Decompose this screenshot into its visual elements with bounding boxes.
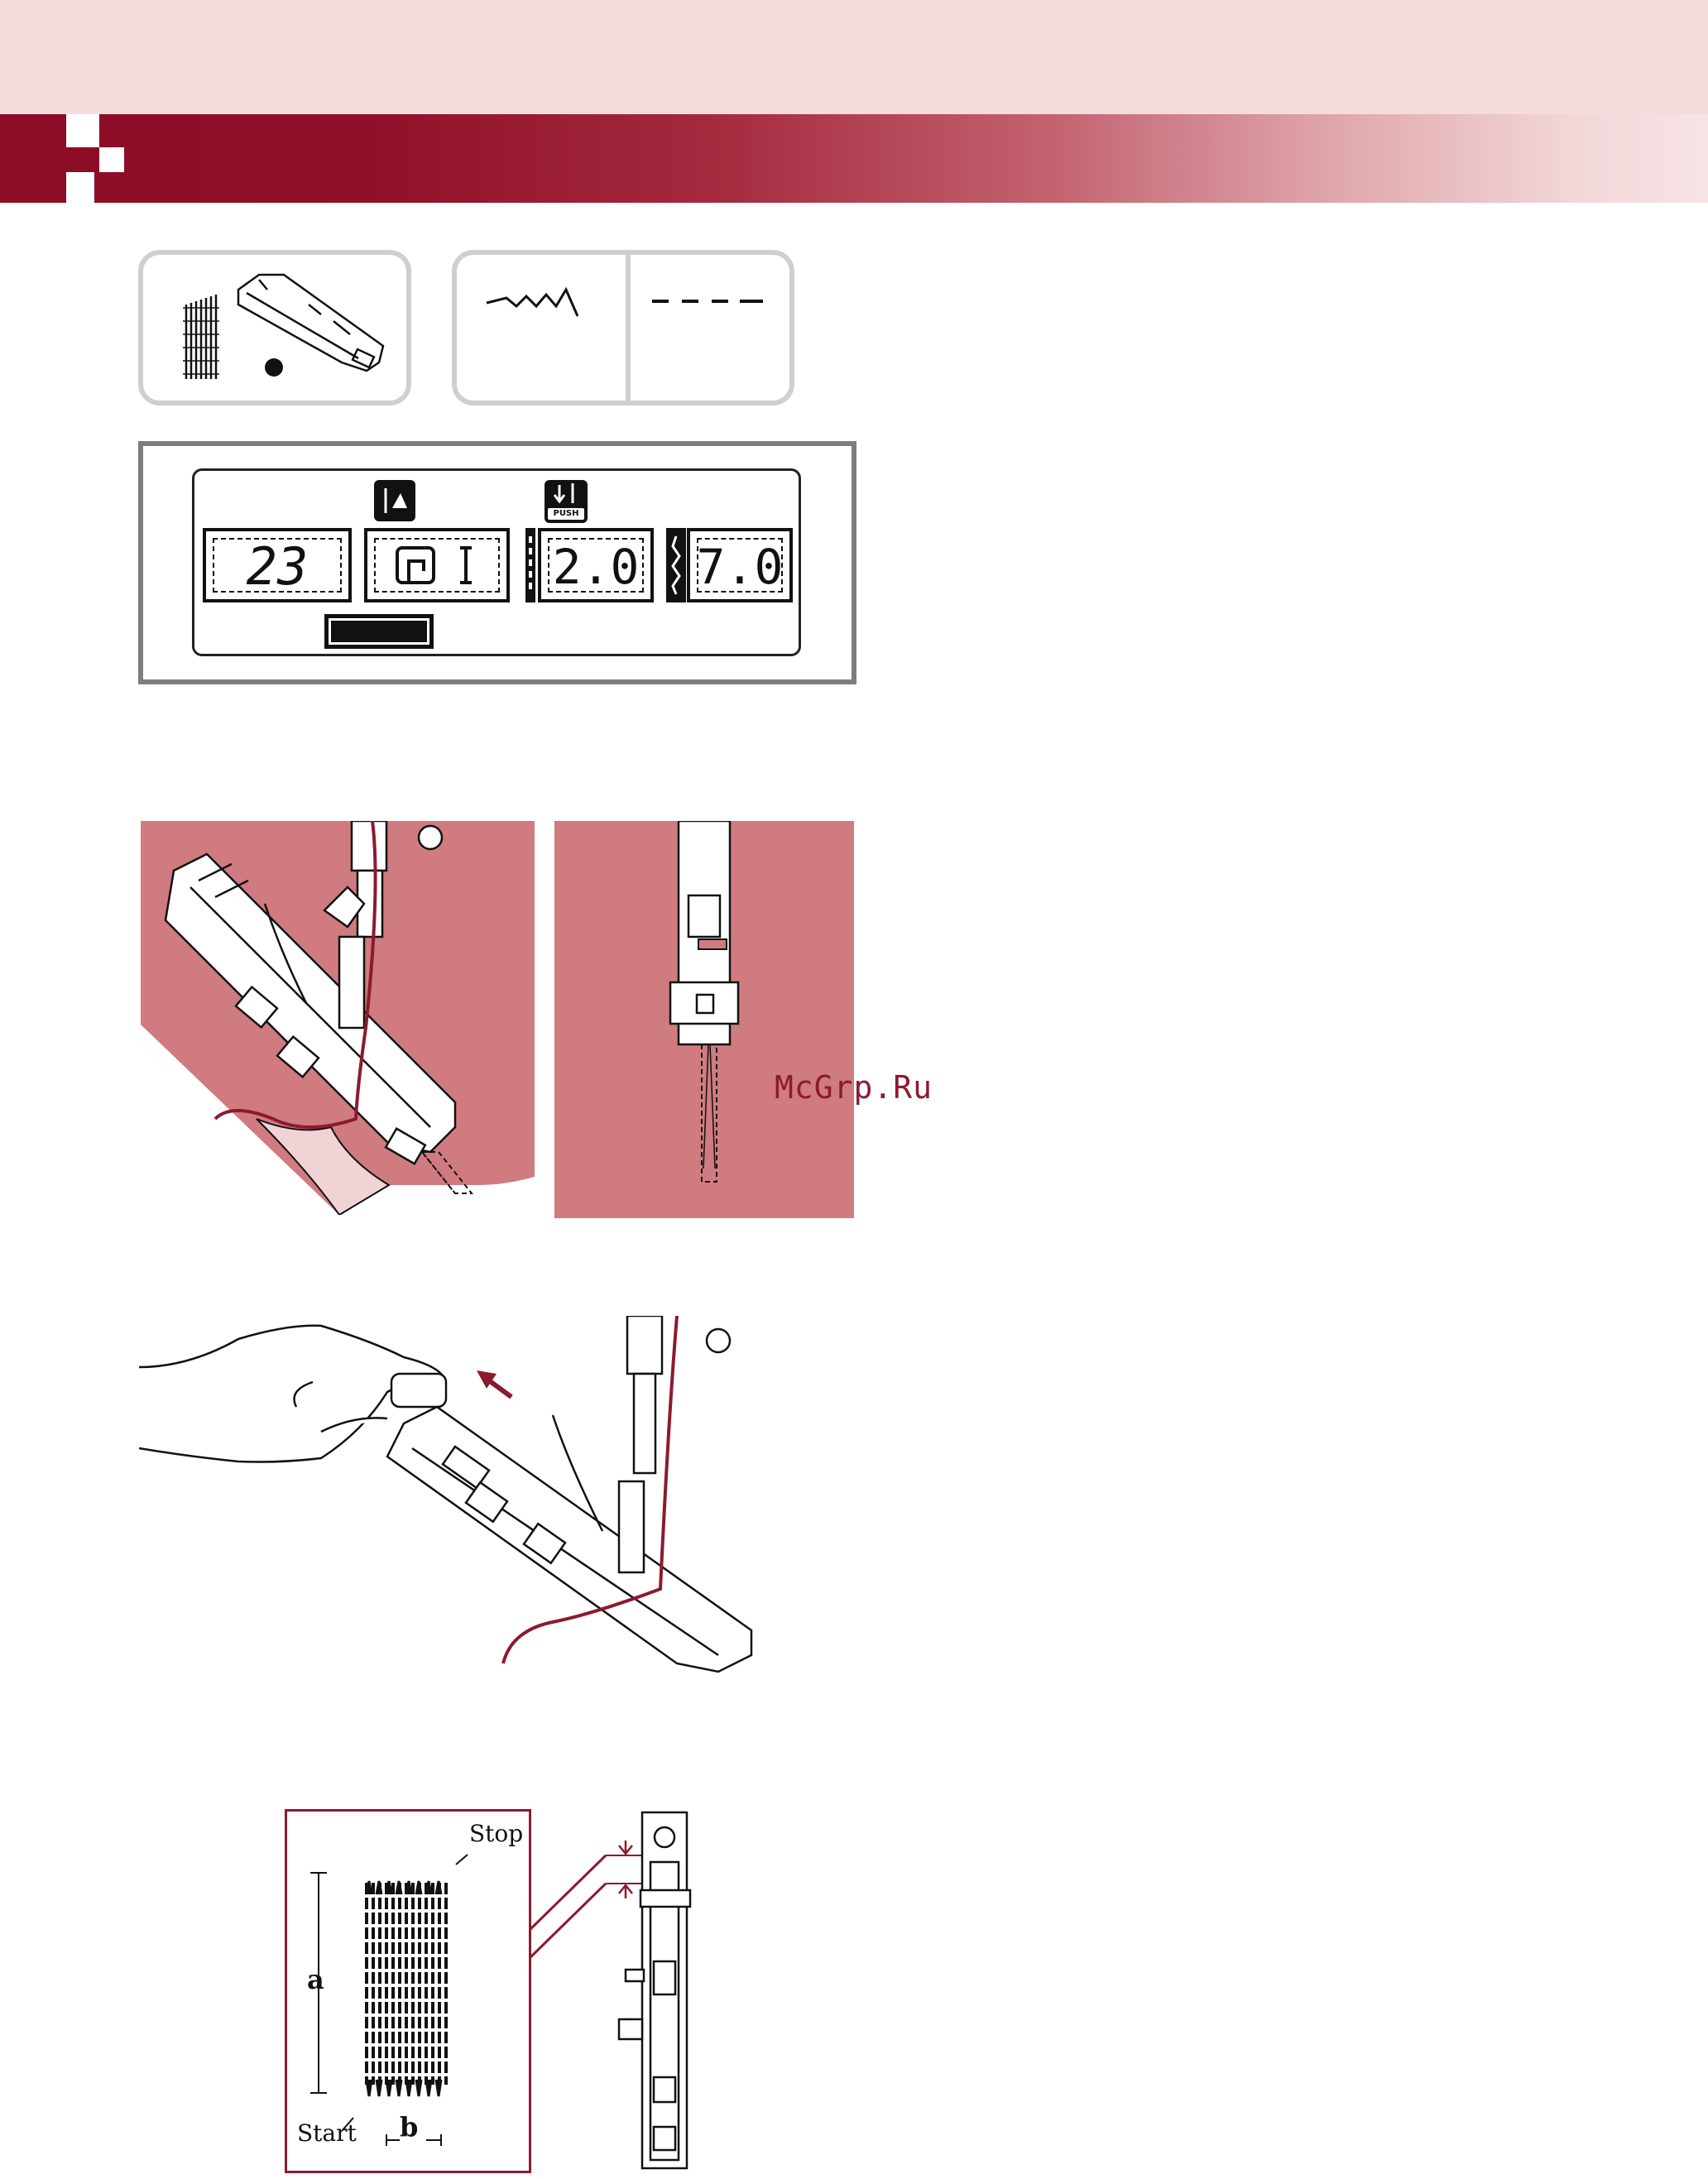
stitch-image-field (364, 528, 510, 602)
straight-stitch-icon (631, 255, 796, 401)
stitch-width-field: 2.0 (538, 528, 654, 602)
stitch-length-field: 7.0 (687, 528, 793, 602)
push-label: PUSH (548, 508, 584, 520)
buttonhole-pattern-icon (367, 531, 506, 599)
header-band (0, 0, 1708, 114)
watermark-text: McGrp.Ru (775, 1069, 933, 1106)
width-indicator-bar (525, 528, 535, 602)
buttonhole-foot-icon (143, 255, 406, 401)
length-indicator-bar (666, 528, 686, 602)
lcd-status-indicator (324, 614, 434, 649)
section-title-bar (0, 114, 1708, 203)
checker-square-1 (66, 114, 99, 147)
checker-square-2 (99, 147, 124, 172)
buttonhole-lever-icon: PUSH (545, 480, 588, 523)
zigzag-stitch-icon (457, 255, 622, 401)
stitch-setting-box (452, 250, 794, 406)
fabric-foot-illustration (141, 821, 535, 1215)
buttonhole-detail-box: Stop Start a b (285, 1809, 531, 2173)
fabric-top-view-illustration (554, 821, 854, 1218)
checker-square-3 (66, 172, 94, 203)
hand-button-illustration (139, 1316, 768, 1680)
presser-foot-box (138, 250, 411, 406)
needle-up-icon (374, 480, 415, 521)
foot-indicator-dot (265, 358, 283, 377)
pattern-number: 23 (206, 535, 348, 599)
buttonhole-foot-plan (528, 1804, 743, 2177)
stitch-length-value: 7.0 (690, 535, 789, 599)
stitch-width-value: 2.0 (541, 535, 650, 599)
pattern-number-field: 23 (203, 528, 352, 602)
